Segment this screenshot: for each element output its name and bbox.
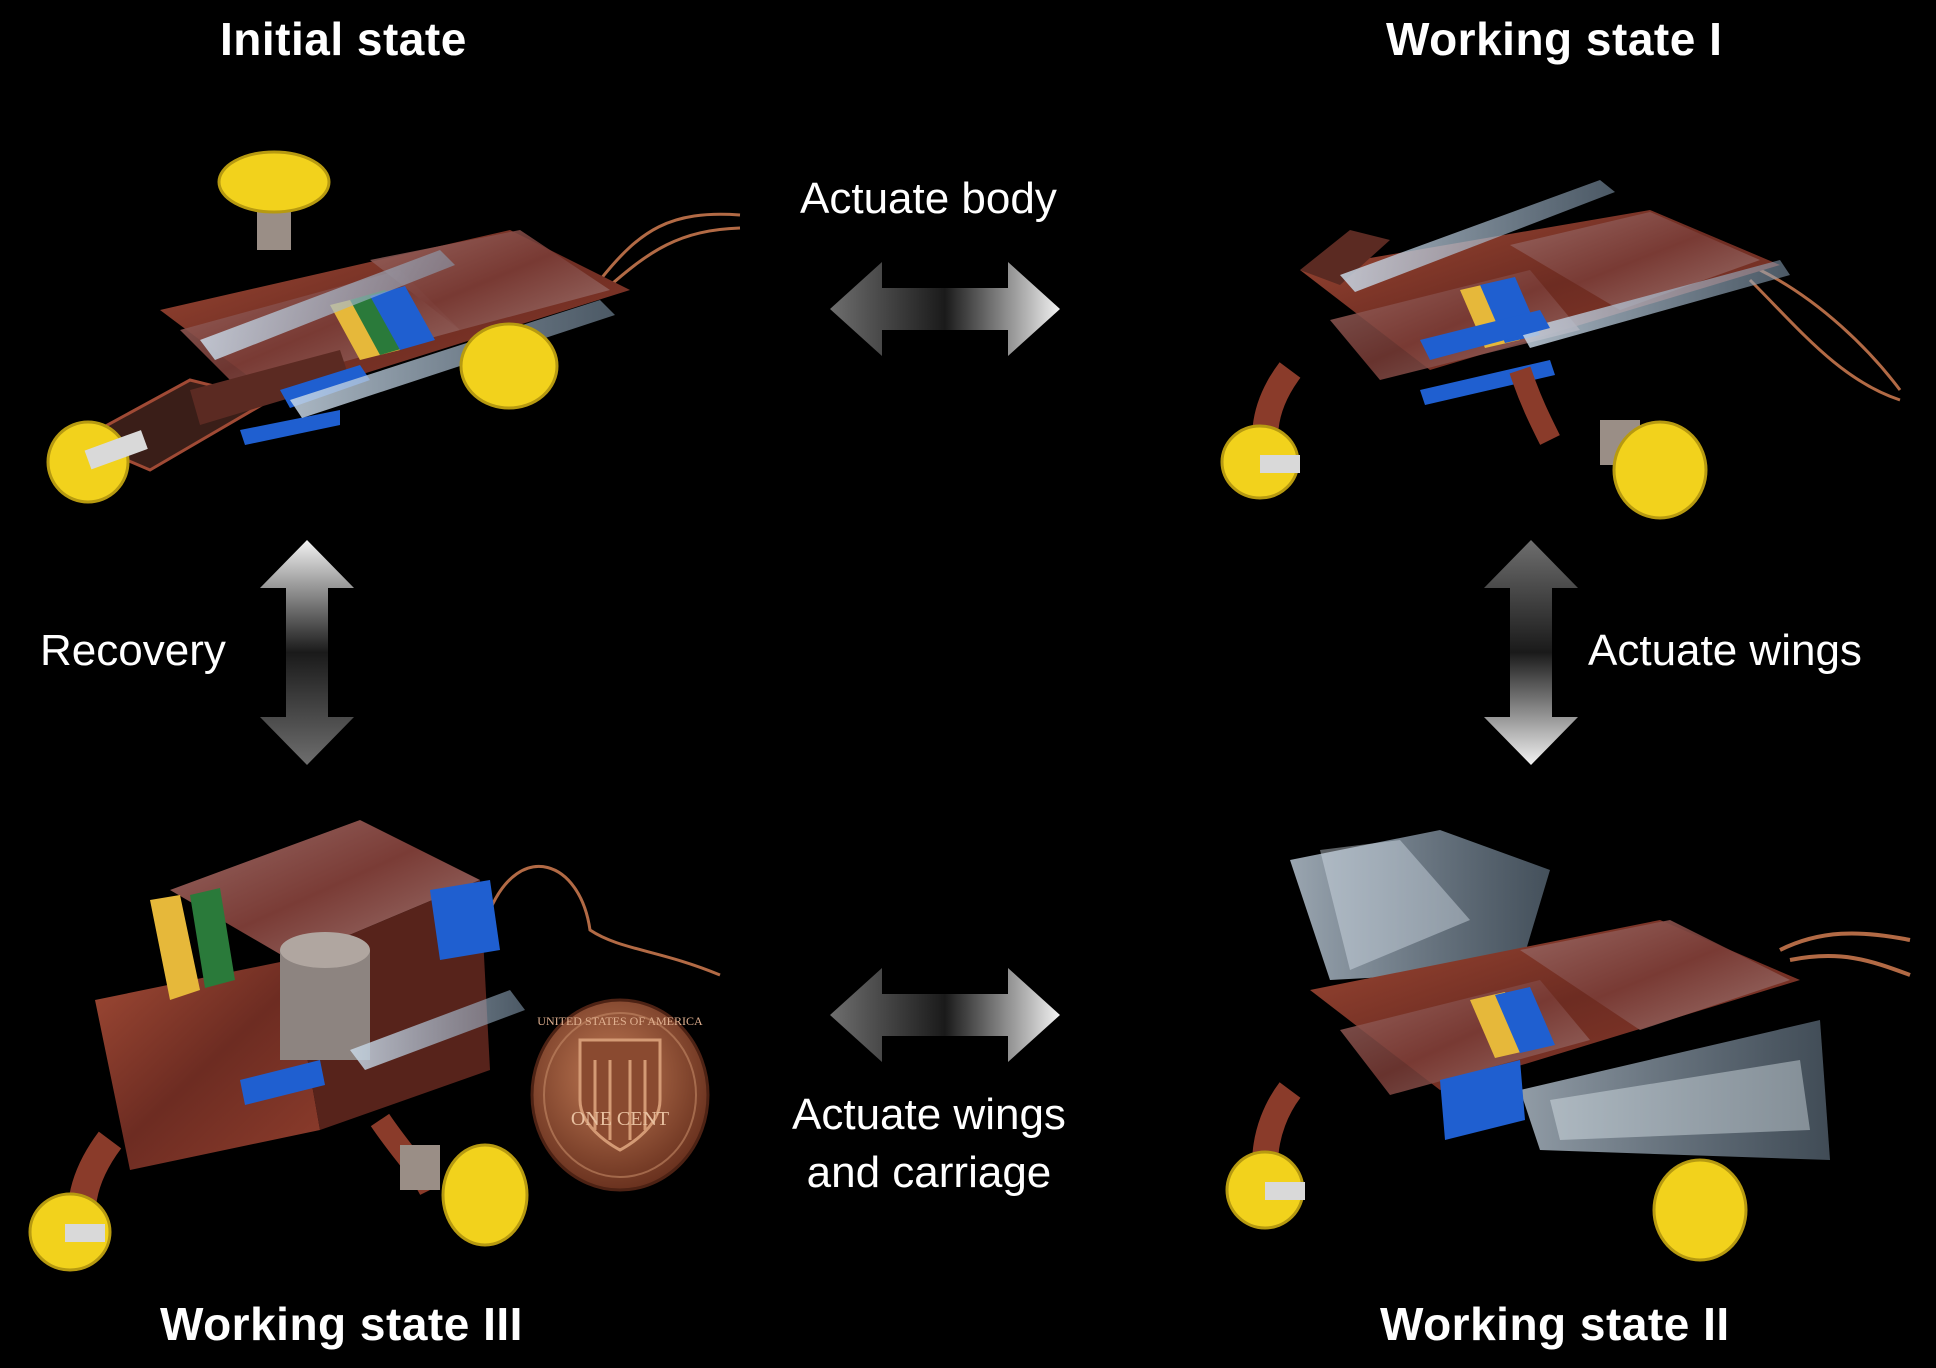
label-actuate-wings-and-carriage-line2: and carriage bbox=[806, 1148, 1052, 1197]
double-arrow-vertical-left bbox=[260, 540, 354, 765]
label-actuate-wings-and-carriage-line1: Actuate wings bbox=[792, 1090, 1066, 1139]
double-arrow-horizontal-bottom bbox=[830, 968, 1060, 1062]
title-initial-state: Initial state bbox=[220, 13, 467, 65]
label-recovery: Recovery bbox=[40, 626, 226, 675]
coin-bottom-text: ONE CENT bbox=[571, 1108, 669, 1130]
label-actuate-wings-and-carriage: Actuate wings and carriage bbox=[792, 1086, 1066, 1202]
coin-top-text: UNITED STATES OF AMERICA bbox=[537, 1014, 703, 1028]
title-working-state-2: Working state II bbox=[1380, 1298, 1730, 1350]
title-working-state-3: Working state III bbox=[160, 1298, 523, 1350]
penny-coin: UNITED STATES OF AMERICA ONE CENT bbox=[530, 998, 710, 1192]
double-arrow-vertical-right bbox=[1484, 540, 1578, 765]
title-working-state-1: Working state I bbox=[1386, 13, 1723, 65]
robot-working-state-3: UNITED STATES OF AMERICA ONE CENT bbox=[20, 800, 740, 1272]
robot-initial-state bbox=[40, 140, 760, 520]
robot-working-state-1 bbox=[1220, 150, 1920, 530]
double-arrow-horizontal-top bbox=[830, 262, 1060, 356]
robot-working-state-2 bbox=[1220, 830, 1920, 1262]
label-actuate-wings: Actuate wings bbox=[1588, 626, 1862, 675]
label-actuate-body: Actuate body bbox=[800, 174, 1057, 223]
